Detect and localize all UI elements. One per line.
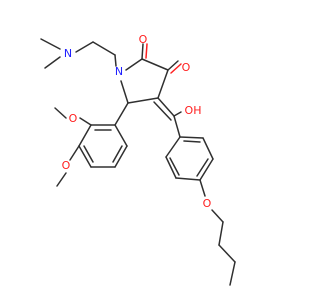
methoxy-groups: O O <box>54 107 92 187</box>
butoxy-chain: O <box>199 179 236 286</box>
methoxy-oxygen-label-bottom: O <box>62 159 71 172</box>
dimethylamino-group: N <box>40 38 94 69</box>
butoxy-oxygen-label: O <box>203 197 212 210</box>
carbonyl-groups: O O <box>139 33 191 74</box>
butoxyphenyl-ring <box>165 136 214 181</box>
dimethyl-nitrogen-label: N <box>64 47 72 60</box>
methoxy-oxygen-label-top: O <box>69 112 78 125</box>
hydroxyl-label: OH <box>185 104 202 117</box>
enol-group: OH <box>153 97 202 138</box>
keto-oxygen-label-left: O <box>139 33 148 46</box>
chemical-structure: N N O O OH <box>40 33 236 286</box>
ring-nitrogen-label: N <box>115 65 123 78</box>
pyrrolidine-ring: N <box>115 58 169 104</box>
keto-oxygen-label-right: O <box>182 61 191 74</box>
ethyl-linker <box>92 41 117 67</box>
dimethoxyphenyl-ring <box>78 102 129 168</box>
